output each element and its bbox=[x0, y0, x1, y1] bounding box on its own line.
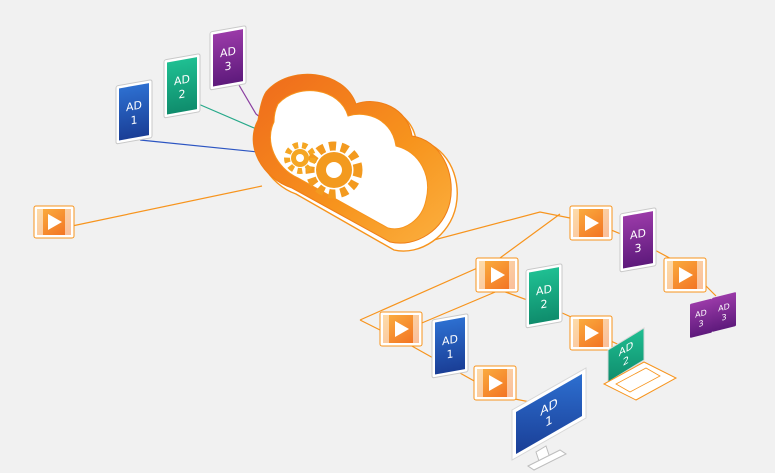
ad-number: 3 bbox=[721, 311, 726, 322]
video-play-icon bbox=[475, 257, 519, 293]
video-node-1 bbox=[569, 205, 613, 241]
video-source bbox=[33, 205, 75, 239]
video-node-4 bbox=[379, 311, 423, 347]
ad-number: 1 bbox=[446, 347, 453, 361]
video-play-icon bbox=[569, 315, 613, 351]
ad-number: 2 bbox=[178, 87, 185, 101]
video-play-icon bbox=[473, 365, 517, 401]
ad-number: 1 bbox=[545, 413, 553, 431]
video-node-3 bbox=[663, 257, 707, 293]
ad-number: 1 bbox=[130, 113, 137, 127]
monitor-icon: AD 1 bbox=[511, 367, 587, 471]
video-node-2 bbox=[475, 257, 519, 293]
ad-label: AD bbox=[442, 332, 458, 348]
ad-card-1-tree: AD 1 bbox=[431, 313, 469, 379]
ad-label: AD bbox=[718, 301, 730, 314]
ad-number: 3 bbox=[634, 241, 641, 255]
gear-icon bbox=[284, 141, 363, 199]
video-play-icon bbox=[379, 311, 423, 347]
laptop-icon: AD 2 bbox=[602, 327, 678, 401]
video-node-5 bbox=[569, 315, 613, 351]
ad-card-3-small-b: AD 3 bbox=[712, 292, 736, 332]
ad-label: AD bbox=[126, 98, 142, 114]
ad-label: AD bbox=[174, 72, 190, 88]
ad-card-2-tree: AD 2 bbox=[525, 263, 563, 329]
video-play-icon bbox=[663, 257, 707, 293]
ad-card-3-top: AD 3 bbox=[209, 25, 247, 91]
video-play-icon bbox=[33, 205, 75, 239]
ad-card-2-top: AD 2 bbox=[163, 53, 201, 119]
video-node-6 bbox=[473, 365, 517, 401]
ad-label: AD bbox=[536, 282, 552, 298]
video-play-icon bbox=[569, 205, 613, 241]
ad-label: AD bbox=[220, 44, 236, 60]
ad-number: 2 bbox=[623, 353, 629, 369]
ad-number: 3 bbox=[698, 318, 703, 329]
ad-number: 2 bbox=[540, 297, 547, 311]
connector-source-to-cloud bbox=[71, 185, 263, 227]
ad-card-1-top: AD 1 bbox=[115, 79, 153, 145]
ad-card-3-small-a: AD 3 bbox=[690, 298, 712, 338]
cloud-icon bbox=[252, 73, 458, 252]
ad-label: AD bbox=[695, 307, 707, 320]
ad-number: 3 bbox=[224, 59, 231, 73]
ad-label: AD bbox=[630, 226, 646, 242]
ad-card-3-tree: AD 3 bbox=[619, 207, 657, 273]
